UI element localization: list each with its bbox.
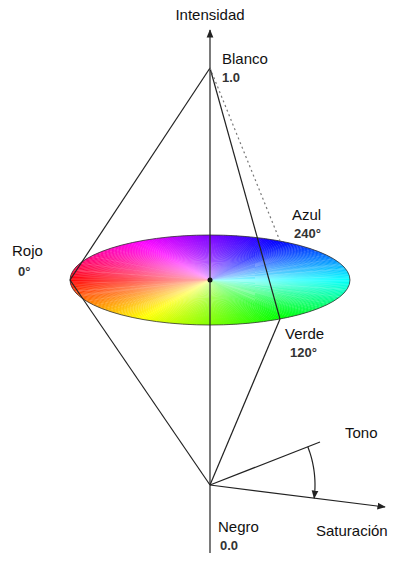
axis-label: Blanco bbox=[222, 50, 268, 68]
hue-ray bbox=[210, 442, 320, 485]
axis-label: Saturación bbox=[316, 522, 388, 540]
cone-edge bbox=[210, 68, 280, 319]
value-label: 120° bbox=[290, 345, 317, 361]
axis-label: Azul bbox=[292, 206, 321, 224]
intensity-axis bbox=[209, 30, 210, 553]
axis-label: Negro bbox=[218, 518, 259, 536]
value-label: 240° bbox=[294, 226, 321, 242]
axis-label: Rojo bbox=[12, 242, 43, 260]
cone-edge bbox=[70, 68, 210, 280]
axis-label: Tono bbox=[345, 424, 378, 442]
hidden-edge bbox=[210, 68, 280, 241]
value-label: 1.0 bbox=[222, 70, 240, 86]
value-label: 0° bbox=[18, 264, 30, 280]
value-label: 0.0 bbox=[220, 538, 238, 554]
saturation-axis bbox=[210, 485, 385, 507]
axis-label: Intensidad bbox=[175, 6, 244, 24]
hue-arc bbox=[308, 447, 315, 498]
axis-label: Verde bbox=[285, 325, 324, 343]
cone-edge bbox=[70, 280, 210, 485]
center-dot bbox=[208, 278, 213, 283]
cone-edge bbox=[210, 319, 280, 485]
